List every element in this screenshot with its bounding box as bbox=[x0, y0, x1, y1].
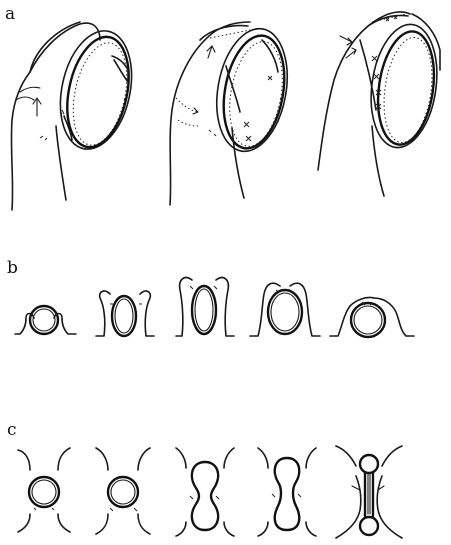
panel-c-drawing-5 bbox=[336, 446, 402, 538]
panel-c-drawing-3 bbox=[176, 448, 234, 536]
panel-b-drawing-3 bbox=[176, 278, 234, 336]
panel-c-drawing-2 bbox=[96, 448, 150, 534]
panel-c-drawing-4 bbox=[258, 448, 316, 536]
panel-b-drawing-5 bbox=[330, 297, 414, 337]
panel-a-drawing-1 bbox=[11, 22, 141, 210]
panel-b-drawing-4 bbox=[250, 283, 320, 336]
panel-c-drawing-1 bbox=[18, 448, 70, 532]
panel-b-drawing-1 bbox=[15, 306, 76, 334]
panel-a-drawing-2 bbox=[170, 22, 296, 205]
panel-a-drawing-3 bbox=[318, 12, 444, 196]
panel-b-drawing-2 bbox=[96, 291, 154, 336]
